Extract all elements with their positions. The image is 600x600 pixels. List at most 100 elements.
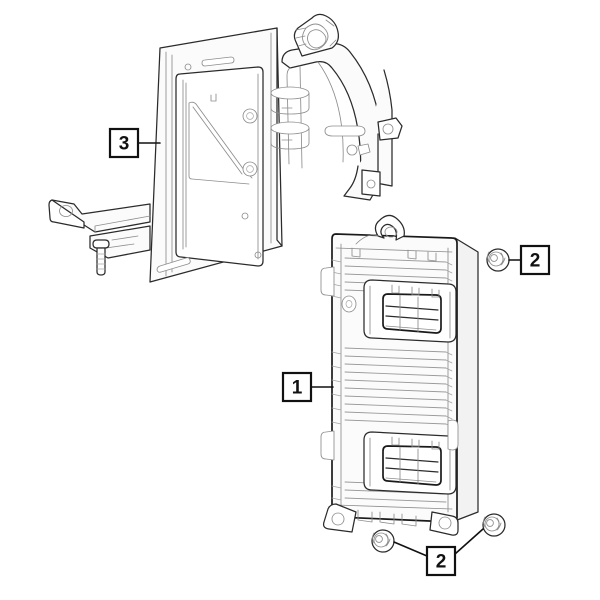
callout-2-bottom-box[interactable] (425, 545, 457, 577)
bracket-foot-hole (59, 205, 73, 217)
bracket-cylinder-lower-body (270, 127, 310, 150)
ecm-top-mount-loop (374, 214, 405, 241)
bracket-stud-head (92, 239, 110, 249)
leader-callout-2-bottom-right (454, 528, 484, 555)
ecm-fin-ticks-middle (445, 351, 453, 428)
fastener-bottom-right-bore (486, 519, 494, 527)
bracket-arm-creases (286, 61, 344, 169)
ecm-fins-middle (344, 347, 447, 425)
fastener-top-right (486, 248, 510, 272)
bracket-clamp-screw (325, 19, 337, 47)
part-fastener-nuts (371, 248, 510, 553)
ecm-connector-upper-pinblock (382, 293, 442, 334)
callout-3[interactable]: 3 (108, 127, 140, 159)
bracket-arm-foot-plate (361, 169, 381, 197)
bracket-top-slot (201, 56, 235, 67)
ecm-bottom-detail-blocks (357, 509, 417, 527)
fastener-bottom-left-bore (375, 535, 383, 543)
callout-2-bottom[interactable]: 2 (425, 545, 457, 577)
callout-boxes: 3 1 2 2 (108, 127, 551, 577)
ecm-connector-lower-pinrows (385, 457, 439, 473)
bracket-recess-outline (175, 66, 264, 267)
part-mounting-bracket (48, 13, 403, 283)
bracket-arm-oval-slot (324, 125, 366, 137)
ecm-connector-upper-frame (369, 285, 451, 339)
bracket-cylinder-lower-top (270, 121, 310, 135)
bracket-stud-plate-marks (105, 235, 139, 249)
ecm-connector-upper-dividers (399, 294, 419, 333)
leader-callout-2-bottom-left (393, 541, 428, 557)
ecm-left-ear-lower (320, 430, 335, 461)
bracket-arm-small-boss (346, 144, 358, 156)
ecm-flange-bottom-right-hole (438, 516, 452, 530)
bracket-boss-upper-hole (246, 112, 254, 120)
ecm-connector-upper-pinrows (385, 305, 439, 321)
ecm-connector-lower-base-line (385, 477, 437, 483)
bracket-hole-top-left (184, 63, 192, 71)
ecm-frame-rails (335, 247, 453, 510)
callout-2-top[interactable]: 2 (519, 244, 551, 276)
bracket-stud-shank (96, 247, 106, 276)
ecm-connector-lower-frame (369, 437, 451, 491)
ecm-flange-bottom-right (429, 511, 459, 536)
ecm-top-mount-hole (384, 226, 398, 238)
fastener-top-right-edge (500, 257, 506, 266)
ecm-top-latches (351, 247, 437, 262)
bracket-arm-bolt-head (357, 143, 371, 156)
callout-1-box[interactable] (281, 371, 313, 403)
callout-1-label: 1 (292, 378, 303, 399)
bracket-arm-right-lug (377, 117, 403, 141)
bracket-recess-inner-edge (182, 79, 187, 250)
bracket-flange-crease (94, 215, 151, 233)
part-engine-control-module (320, 214, 479, 536)
ecm-connector-lower-pinblock (382, 445, 442, 486)
callout-1[interactable]: 1 (281, 371, 313, 403)
ecm-connector-upper-base-line (385, 325, 437, 331)
callout-2-top-box[interactable] (519, 244, 551, 276)
bracket-boss-lower-hole (246, 165, 254, 173)
fastener-bottom-right (482, 513, 506, 537)
ecm-connector-lower (363, 431, 457, 495)
fastener-top-right-bore (490, 254, 498, 262)
bracket-clamp-tabs (295, 27, 307, 47)
bracket-bottom-slot (156, 257, 191, 273)
bracket-rib-edge (188, 101, 250, 185)
ecm-connector-lower-latches (391, 436, 440, 450)
fastener-bottom-right-edge (496, 522, 502, 531)
bracket-cylinder-upper-top (270, 86, 310, 100)
callout-2-top-label: 2 (530, 251, 541, 272)
ecm-right-lug (447, 419, 459, 451)
fastener-bottom-left-edge (385, 538, 391, 547)
ecm-flange-bottom-left-hole (331, 512, 345, 526)
bracket-hole-bottom-right (254, 251, 262, 259)
ecm-fin-ticks-upper (445, 261, 453, 298)
leader-lines (137, 142, 522, 557)
ecm-left-ear-upper (320, 266, 335, 297)
ecm-left-rib-strip (331, 259, 342, 501)
ecm-connector-upper (363, 279, 457, 343)
bracket-boss-upper (242, 108, 258, 124)
callout-3-box[interactable] (108, 127, 140, 159)
ecm-top-tab-edge (355, 234, 379, 245)
bracket-right-fold (276, 27, 283, 247)
ecm-connector-upper-latches (391, 284, 440, 298)
bracket-stud-threads (96, 253, 106, 270)
bracket-clamp-ring-outer (302, 23, 329, 51)
ecm-boss-left-hole (345, 300, 353, 308)
callout-3-label: 3 (119, 134, 130, 155)
bracket-boss-lower (242, 161, 258, 177)
bracket-cylinder-upper-body (270, 92, 310, 115)
ecm-connector-lower-dividers (399, 446, 419, 485)
bracket-hole-mid-right (241, 212, 249, 220)
bracket-arm-ribs (281, 107, 293, 141)
bracket-foot-pad (48, 199, 85, 229)
bracket-rib-tab (210, 93, 217, 102)
ecm-boss-left (341, 295, 357, 313)
bracket-rib-diagonal-2 (192, 106, 243, 175)
callout-2-bottom-label: 2 (436, 552, 447, 573)
bracket-arm-foot-hole (366, 179, 376, 189)
bracket-clamp-ring-inner (307, 29, 327, 49)
